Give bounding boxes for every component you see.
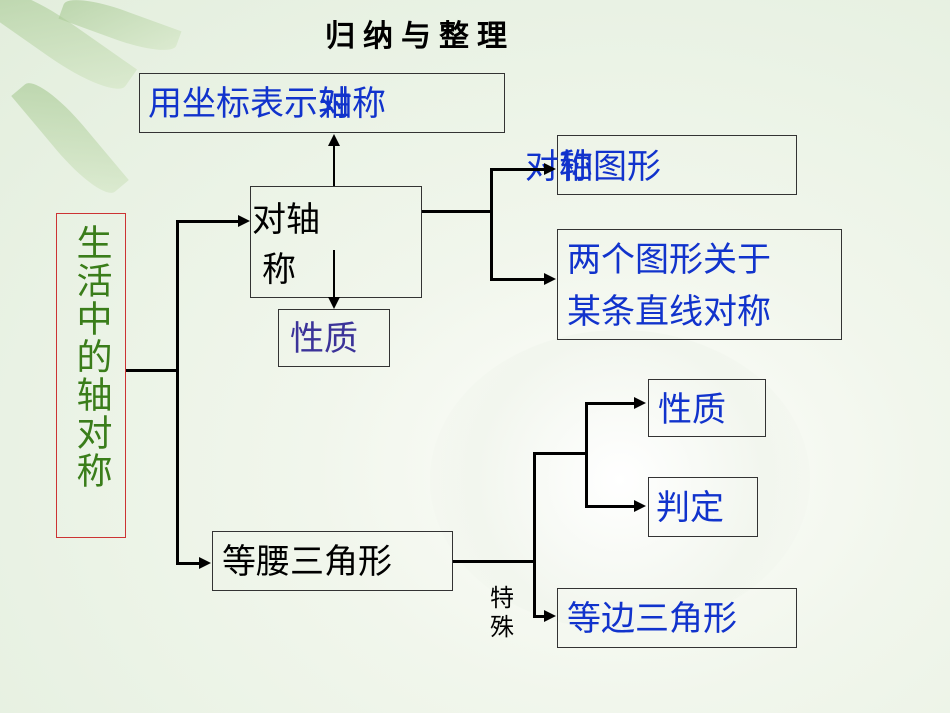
- equilateral-label: 等边三角形: [567, 599, 737, 639]
- two-figures-line2: 某条直线对称: [567, 292, 771, 332]
- isosceles-label: 等腰三角形: [222, 542, 392, 582]
- isosceles-node: [212, 531, 453, 591]
- judge-node: [648, 477, 758, 537]
- axial-label-line1: 对轴: [252, 200, 320, 240]
- root-node: 生活中的轴对称: [56, 213, 126, 538]
- iso-property-node: [648, 379, 766, 437]
- property-node: [278, 309, 390, 367]
- coord-label: 用坐标表示轴: [148, 84, 352, 124]
- axial-label-line2: 称: [262, 250, 296, 290]
- property-label: 性质: [290, 319, 358, 359]
- axial-figure-node: [557, 135, 797, 195]
- lotus-decoration: [430, 330, 810, 630]
- two-figures-node: [557, 229, 842, 340]
- coord-label-overlay: 对称: [318, 84, 386, 124]
- iso-property-label: 性质: [658, 390, 726, 430]
- judge-label: 判定: [656, 488, 724, 528]
- willow-leaf-decoration: [11, 72, 129, 204]
- axial-figure-label-overlay: 轴: [559, 147, 593, 187]
- special-label-2: 殊: [490, 613, 514, 641]
- special-label-1: 特: [490, 584, 514, 612]
- root-label: 生活中的轴对称: [70, 224, 112, 490]
- coord-node: [139, 73, 505, 133]
- two-figures-line1: 两个图形关于: [567, 240, 771, 280]
- slide-title: 归纳与整理: [325, 19, 515, 54]
- equilateral-node: [557, 588, 797, 648]
